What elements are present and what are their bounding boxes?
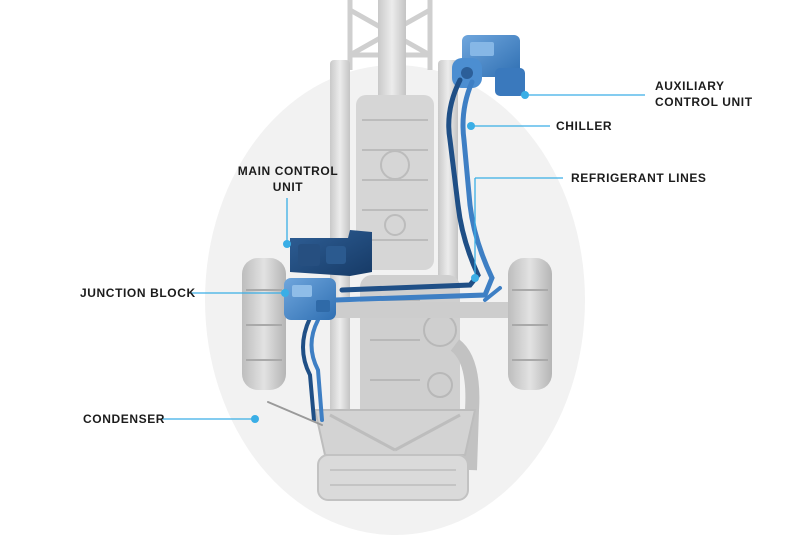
label-junction-block: JUNCTION BLOCK <box>80 286 196 300</box>
leader-lines <box>162 91 645 423</box>
engine-detail <box>362 119 428 241</box>
junction-block <box>284 278 336 320</box>
rear-bumper <box>317 454 469 501</box>
crossmember-bracing <box>329 413 461 452</box>
engine-upper <box>356 95 434 270</box>
main-control-unit <box>290 230 372 276</box>
frame-rail-left <box>330 60 350 500</box>
label-condenser: CONDENSER <box>83 412 166 426</box>
label-auxiliary-line1: AUXILIARY <box>655 79 725 93</box>
label-main-control-line2: UNIT <box>272 180 304 194</box>
label-main-control-line1: MAIN CONTROL <box>237 164 339 178</box>
label-main-control-unit: MAIN CONTROL UNIT <box>233 163 343 195</box>
auxiliary-control-unit <box>452 35 525 96</box>
label-auxiliary-line2: CONTROL UNIT <box>655 95 753 109</box>
axle <box>280 302 520 318</box>
label-auxiliary-control-unit: AUXILIARY CONTROL UNIT <box>655 78 753 110</box>
label-chiller: CHILLER <box>556 119 613 133</box>
label-refrigerant-lines: REFRIGERANT LINES <box>571 171 707 185</box>
front-column <box>378 0 406 100</box>
rear-crossmember <box>313 409 477 456</box>
